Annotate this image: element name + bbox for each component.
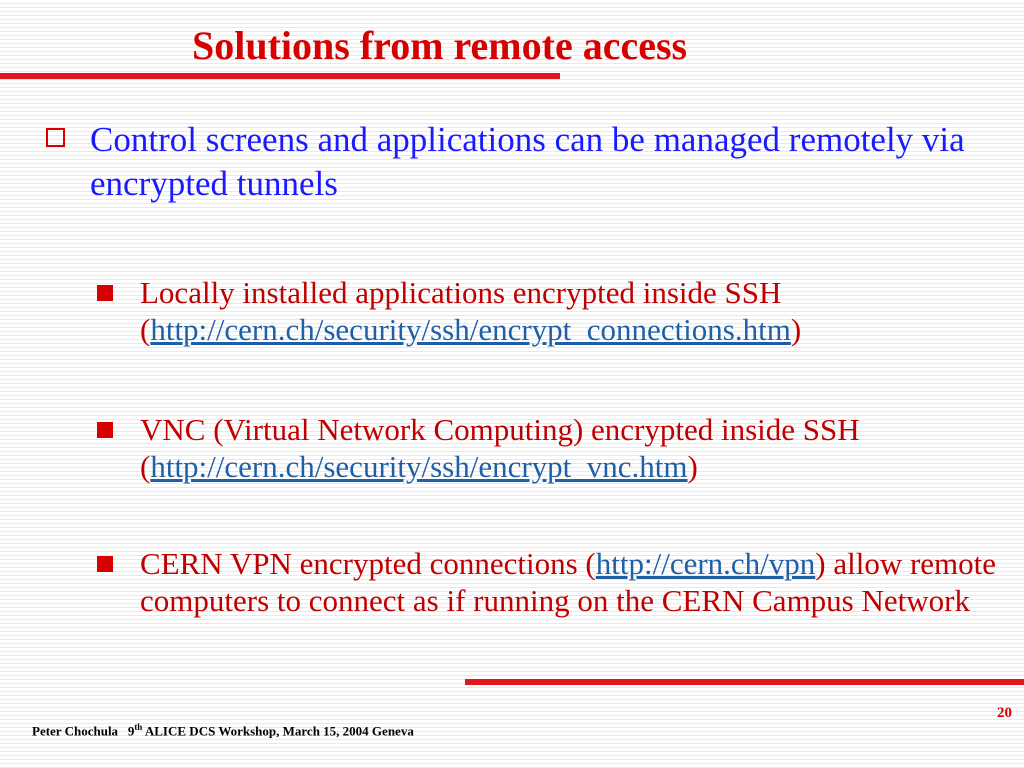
- sub-bullet-vnc: VNC (Virtual Network Computing) encrypte…: [97, 411, 997, 485]
- sub-bullet-vpn: CERN VPN encrypted connections (http://c…: [97, 545, 997, 619]
- sub-bullet-text: VNC (Virtual Network Computing) encrypte…: [140, 411, 997, 485]
- sub-bullet-text-after: ): [790, 312, 802, 347]
- filled-square-bullet-icon: [97, 422, 113, 438]
- page-number: 20: [997, 705, 1012, 721]
- sub-bullet-ssh: Locally installed applications encrypted…: [97, 274, 997, 348]
- footer-event: ALICE DCS Workshop, March 15, 2004 Genev…: [144, 723, 414, 739]
- sub-bullet-text-before: CERN VPN encrypted connections (: [140, 546, 596, 581]
- filled-square-bullet-icon: [97, 556, 113, 572]
- footer-event-number: 9: [127, 723, 135, 739]
- sub-bullet-text-before: VNC (Virtual Network Computing) encrypte…: [140, 412, 860, 484]
- sub-bullet-text-after: ) allow remote computers to connect as i…: [140, 546, 997, 618]
- hollow-square-bullet-icon: [46, 128, 65, 147]
- main-bullet: Control screens and applications can be …: [46, 118, 1006, 206]
- sub-bullet-text-before: Locally installed applications encrypted…: [140, 275, 782, 347]
- main-bullet-text: Control screens and applications can be …: [90, 120, 965, 203]
- footer-event-ordinal: th: [134, 722, 143, 732]
- title-underline-rule: [0, 73, 560, 79]
- sub-bullet-text-after: ): [687, 449, 698, 484]
- vpn-link[interactable]: http://cern.ch/vpn: [595, 546, 816, 581]
- filled-square-bullet-icon: [97, 285, 113, 301]
- footer-credit: Peter Chochula 9th ALICE DCS Workshop, M…: [32, 722, 414, 739]
- sub-bullet-text: CERN VPN encrypted connections (http://c…: [140, 545, 997, 619]
- footer-author: Peter Chochula: [32, 723, 119, 739]
- ssh-vnc-link[interactable]: http://cern.ch/security/ssh/encrypt_vnc.…: [150, 449, 688, 484]
- slide-title: Solutions from remote access: [192, 23, 688, 68]
- ssh-connections-link[interactable]: http://cern.ch/security/ssh/encrypt_conn…: [150, 312, 791, 347]
- footer-rule: [465, 679, 1024, 685]
- sub-bullet-text: Locally installed applications encrypted…: [140, 274, 997, 348]
